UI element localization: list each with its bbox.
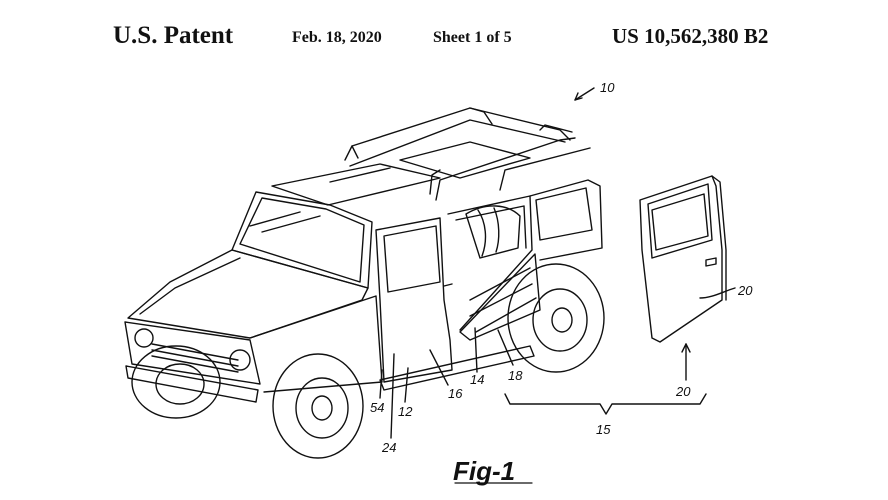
ref-label-24: 24 [381, 440, 396, 455]
reference-numerals: 10 20 20 15 14 18 16 54 12 24 [370, 80, 753, 455]
ref-label-15: 15 [596, 422, 611, 437]
ref-label-20-door: 20 [737, 283, 753, 298]
vehicle-wheels [131, 263, 605, 459]
ref-label-14: 14 [470, 372, 484, 387]
ref-label-10: 10 [600, 80, 615, 95]
ref-label-18: 18 [508, 368, 523, 383]
reference-leaders [379, 87, 736, 439]
ref-label-12: 12 [398, 404, 413, 419]
ref-label-16: 16 [448, 386, 463, 401]
figure-title: Fig-1 [453, 456, 515, 486]
patent-header: U.S. Patent Feb. 18, 2020 Sheet 1 of 5 U… [0, 22, 888, 58]
ref-label-20: 20 [675, 384, 691, 399]
sheet-number: Sheet 1 of 5 [433, 29, 512, 46]
detached-door [639, 175, 727, 343]
patent-office-label: U.S. Patent [113, 22, 234, 49]
patent-number: US 10,562,380 B2 [612, 24, 769, 48]
ref-label-54: 54 [370, 400, 384, 415]
patent-date: Feb. 18, 2020 [292, 29, 382, 46]
vehicle-drawing [124, 107, 603, 403]
